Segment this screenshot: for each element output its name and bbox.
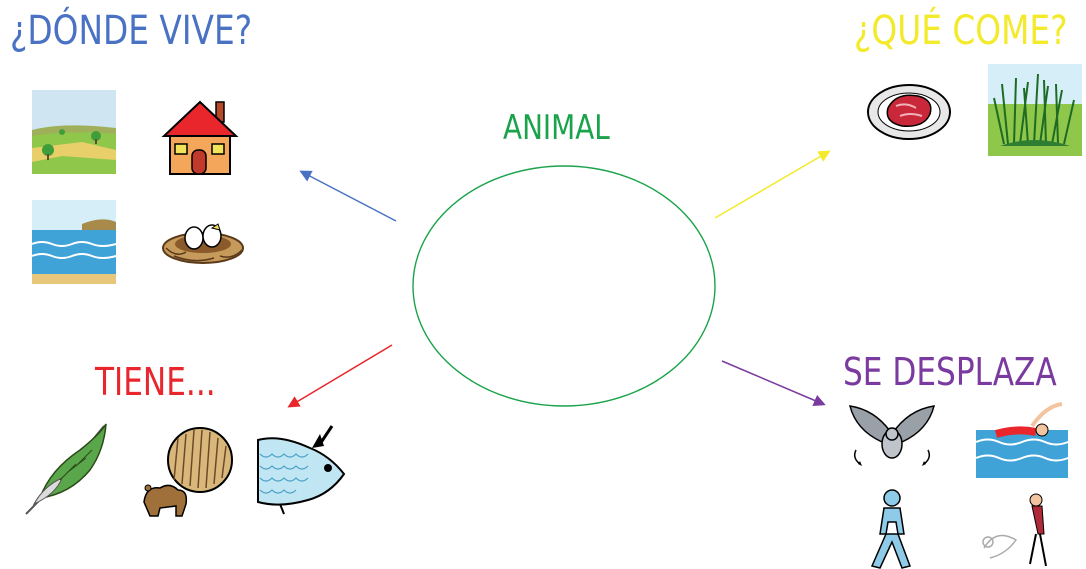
title-center: ANIMAL — [503, 108, 610, 148]
title-moves: SE DESPLAZA — [843, 350, 1057, 394]
arrow-has — [290, 345, 392, 406]
meat-icon — [866, 82, 952, 142]
title-eats: ¿QUÉ COME? — [854, 8, 1068, 54]
title-has: TIENE... — [95, 360, 216, 404]
arrow-eats — [715, 152, 828, 218]
title-where: ¿DÓNDE VIVE? — [10, 8, 252, 54]
arrow-where — [302, 172, 396, 221]
animal-ellipse — [413, 166, 715, 406]
arrow-moves — [722, 361, 823, 404]
fly-icon — [846, 404, 938, 474]
grass-icon — [988, 64, 1082, 156]
swim-icon — [976, 400, 1068, 478]
sea-icon — [32, 200, 116, 284]
scales-icon — [250, 420, 350, 516]
countryside-icon — [32, 90, 116, 174]
walk-icon — [862, 488, 918, 569]
fur-icon — [140, 424, 236, 520]
feather-icon — [20, 420, 112, 518]
nest-icon — [160, 218, 246, 268]
jump-icon — [976, 488, 1056, 569]
house-icon — [160, 98, 240, 178]
